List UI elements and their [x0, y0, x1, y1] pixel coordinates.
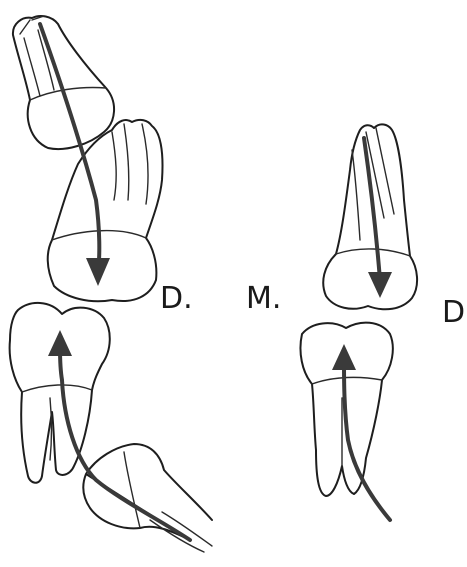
- left-lower-tooth: [10, 303, 110, 483]
- label-left-distal: D.: [160, 281, 193, 316]
- right-upper-force-arrow: [364, 138, 392, 298]
- left-upper-tooth: [48, 120, 163, 301]
- left-upper-force-arrow: [40, 24, 110, 286]
- right-lower-force-arrow: [332, 344, 390, 520]
- left-upper-tilted-tooth: [13, 16, 114, 149]
- left-lower-tilted-tooth: [83, 444, 212, 552]
- label-right-distal: D: [442, 295, 465, 330]
- right-upper-tooth: [323, 124, 417, 309]
- label-mesial: M.: [246, 281, 281, 316]
- left-lower-force-arrow: [48, 330, 190, 540]
